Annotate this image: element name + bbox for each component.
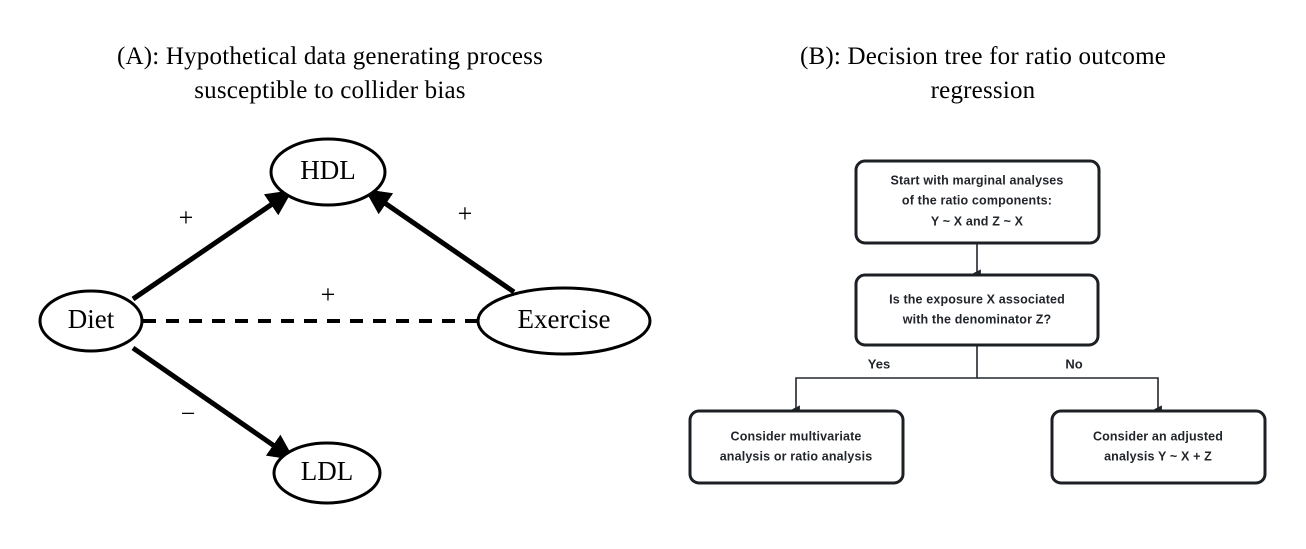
- question-box-line-2: with the denominator Z?: [902, 312, 1052, 326]
- connector-question-to-yes: [792, 345, 978, 414]
- edge-diet-to-ldl: [131, 345, 295, 460]
- start-box-line-1: Start with marginal analyses: [890, 173, 1063, 187]
- no-outcome-line-1: Consider an adjusted: [1093, 429, 1223, 443]
- connector-question-to-no: [977, 377, 1162, 414]
- flow-box-start[interactable]: Start with marginal analyses of the rati…: [854, 159, 1101, 245]
- panel-a-collider-dag: (A): Hypothetical data generating proces…: [0, 40, 660, 505]
- panel-a-title-line-1: (A): Hypothetical data generating proces…: [116, 43, 544, 70]
- edge-sign-diet-exercise: +: [321, 280, 336, 309]
- panel-b-decision-tree: (B): Decision tree for ratio outcome reg…: [660, 0, 1306, 549]
- ldl-label: LDL: [301, 456, 353, 486]
- flow-box-no-outcome[interactable]: Consider an adjusted analysis Y ~ X + Z: [1050, 409, 1267, 485]
- branch-label-no: No: [1065, 356, 1082, 371]
- hdl-ellipse: [269, 137, 387, 207]
- panel-b-title-line-2: regression: [930, 77, 1036, 104]
- start-box-shape: [854, 159, 1101, 245]
- dag-node-exercise: Exercise: [476, 286, 652, 356]
- edge-sign-exercise-hdl: +: [458, 199, 473, 228]
- dag-node-diet: Diet: [38, 289, 144, 353]
- yes-outcome-line-2: analysis or ratio analysis: [720, 449, 873, 463]
- exercise-ellipse: [476, 286, 652, 356]
- edge-sign-diet-ldl: −: [181, 399, 196, 428]
- flow-box-question[interactable]: Is the exposure X associated with the de…: [854, 273, 1100, 347]
- edge-exercise-to-hdl: [364, 189, 516, 295]
- dag-edges: [131, 189, 516, 460]
- diet-label: Diet: [68, 304, 115, 334]
- exercise-label: Exercise: [518, 304, 611, 334]
- yes-outcome-line-1: Consider multivariate: [731, 429, 862, 443]
- hdl-label: HDL: [300, 155, 356, 185]
- edge-diet-to-hdl: [131, 190, 293, 302]
- panel-a-title: (A): Hypothetical data generating proces…: [0, 40, 660, 108]
- dag-node-hdl: HDL: [269, 137, 387, 207]
- branch-label-yes: Yes: [868, 356, 890, 371]
- diet-ellipse: [38, 289, 144, 353]
- question-box-line-1: Is the exposure X associated: [889, 292, 1065, 306]
- flow-box-yes-outcome[interactable]: Consider multivariate analysis or ratio …: [688, 409, 905, 485]
- ldl-ellipse: [272, 441, 382, 505]
- question-box-shape: [854, 273, 1100, 347]
- decision-tree-canvas: Start with marginal analyses of the rati…: [688, 159, 1267, 485]
- yes-outcome-box-shape: [688, 409, 905, 485]
- panel-a-title-line-2: susceptible to collider bias: [194, 77, 466, 104]
- dag-canvas: HDL Diet Exercise LDL + + + −: [38, 137, 652, 505]
- start-box-line-3: Y ~ X and Z ~ X: [931, 214, 1024, 228]
- panel-b-title: (B): Decision tree for ratio outcome reg…: [660, 40, 1306, 108]
- no-outcome-line-2: analysis Y ~ X + Z: [1104, 449, 1212, 463]
- no-outcome-box-shape: [1050, 409, 1267, 485]
- dag-node-ldl: LDL: [272, 441, 382, 505]
- start-box-line-2: of the ratio components:: [902, 193, 1052, 207]
- panel-b-title-line-1: (B): Decision tree for ratio outcome: [799, 43, 1167, 70]
- edge-sign-diet-hdl: +: [179, 203, 194, 232]
- tree-connectors: [792, 243, 1162, 414]
